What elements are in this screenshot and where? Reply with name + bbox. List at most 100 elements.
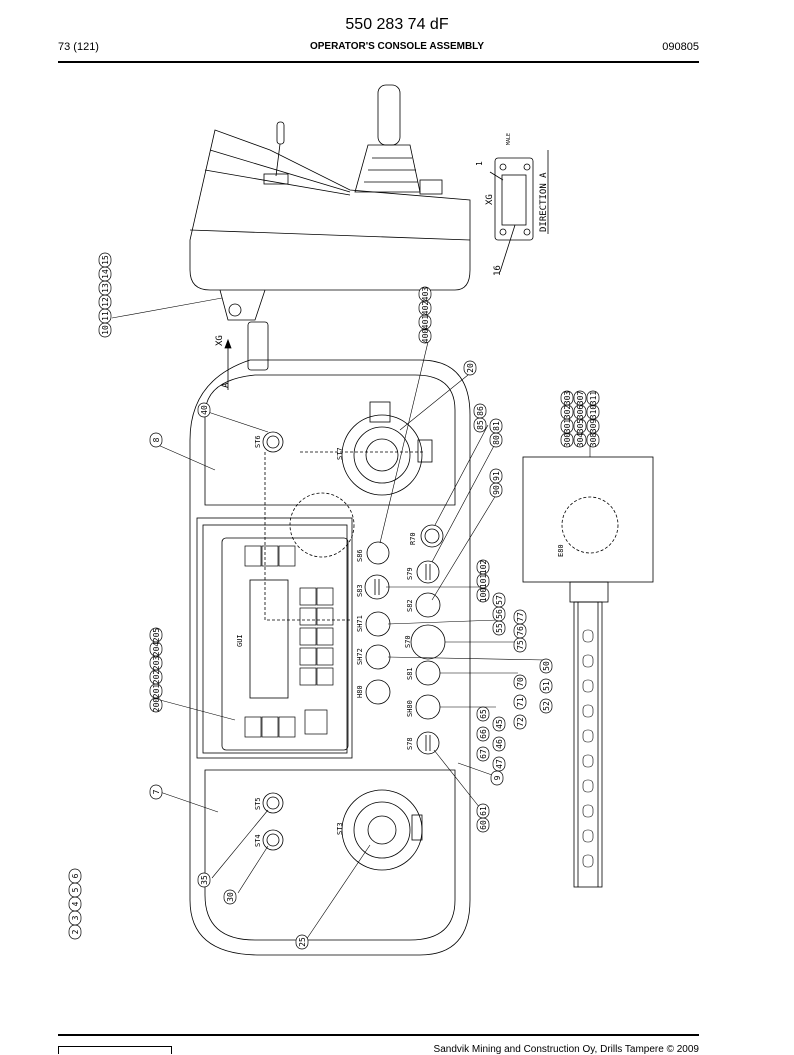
callout-text-101: 101 [479,574,488,589]
callout-text-306: 306 [576,405,585,420]
callout-101: 101 [476,574,490,589]
label-s83: S83 [356,584,364,597]
callout-text-309: 309 [589,419,598,434]
callout-text-7: 7 [152,789,161,794]
callout-text-2: 2 [71,929,80,934]
callout-text-305: 305 [576,419,585,434]
xg-label: XG [485,194,495,205]
callout-text-100: 100 [479,588,488,603]
callout-55: 55 [492,620,506,636]
callout-12: 12 [98,294,112,310]
callout-52: 52 [539,698,553,714]
callout-2: 2 [68,924,82,940]
callout-40: 40 [197,402,211,418]
callout-203: 203 [149,656,163,671]
callout-text-203: 203 [152,656,161,671]
callout-13: 13 [98,280,112,296]
label-s70: S70 [404,635,412,648]
callout-text-15: 15 [101,255,110,265]
callout-text-61: 61 [479,806,488,816]
document-number: 550 283 74 dF [345,16,449,33]
callout-300: 300 [560,433,574,448]
callout-30: 30 [223,889,237,905]
callout-text-57: 57 [495,595,504,605]
label-s86: S86 [356,549,364,562]
component-labels: ST6 ST7 R70 S86 S83 S79 S82 SH71 S70 SH7… [236,435,565,847]
label-h80: H80 [356,685,364,698]
callout-text-304: 304 [576,433,585,448]
callout-400: 400 [418,329,432,344]
callout-200: 200 [149,698,163,713]
callout-35: 35 [197,872,211,888]
callout-72: 72 [513,714,527,730]
callout-text-72: 72 [516,717,525,727]
xg-arrow-label: XG [215,335,225,346]
label-s82: S82 [406,599,414,612]
leader-lines [111,297,591,941]
callout-text-402: 402 [421,301,430,316]
label-s78: S78 [406,737,414,750]
callout-balloons: 1011121314154004014024033003013023033043… [68,252,600,950]
label-sh72: SH72 [356,648,364,665]
label-st6: ST6 [254,435,262,448]
callout-86: 86 [473,403,487,419]
label-st4: ST4 [254,834,262,847]
callout-3: 3 [68,910,82,926]
header-rule [58,61,699,63]
callout-80: 80 [489,432,503,448]
callout-81: 81 [489,418,503,434]
callout-text-52: 52 [542,701,551,711]
callout-text-65: 65 [479,709,488,719]
callout-text-200: 200 [152,698,161,713]
label-s79: S79 [406,567,414,580]
callout-text-67: 67 [479,749,488,759]
callout-text-102: 102 [479,560,488,575]
callout-text-202: 202 [152,670,161,685]
callout-text-5: 5 [71,887,80,892]
callout-71: 71 [513,694,527,710]
connector-xg-view [489,157,534,273]
callout-text-71: 71 [516,697,525,707]
callout-text-308: 308 [589,433,598,448]
callout-90: 90 [489,482,503,498]
callout-text-14: 14 [101,269,110,279]
callout-76: 76 [513,623,527,639]
callout-text-80: 80 [492,435,501,445]
callout-201: 201 [149,684,163,699]
date-code: 090805 [662,41,699,53]
callout-text-4: 4 [71,901,80,906]
callout-text-307: 307 [576,391,585,406]
callout-205: 205 [149,628,163,643]
label-r70: R70 [409,532,417,545]
section-title: OPERATOR'S CONSOLE ASSEMBLY [309,41,485,52]
console-top-view [189,359,619,956]
callout-61: 61 [476,803,490,819]
callout-text-302: 302 [563,405,572,420]
callout-311: 311 [586,391,600,406]
label-st7: ST7 [336,447,344,460]
label-st3: ST3 [336,822,344,835]
callout-75: 75 [513,637,527,653]
callout-85: 85 [473,417,487,433]
callout-50: 50 [539,658,553,674]
callout-204: 204 [149,642,163,657]
callout-text-76: 76 [516,626,525,636]
callout-text-75: 75 [516,640,525,650]
company-logo [58,1046,172,1054]
cable-assembly [522,456,654,888]
callout-401: 401 [418,315,432,330]
callout-306: 306 [573,405,587,420]
callout-46: 46 [492,736,506,752]
label-gui: GUI [236,634,244,647]
callout-57: 57 [492,592,506,608]
label-st5: ST5 [254,797,262,810]
callout-51: 51 [539,678,553,694]
callout-308: 308 [586,433,600,448]
callout-304: 304 [573,433,587,448]
callout-45: 45 [492,716,506,732]
callout-text-85: 85 [476,420,485,430]
callout-text-204: 204 [152,642,161,657]
callout-text-90: 90 [492,485,501,495]
callout-403: 403 [418,287,432,302]
